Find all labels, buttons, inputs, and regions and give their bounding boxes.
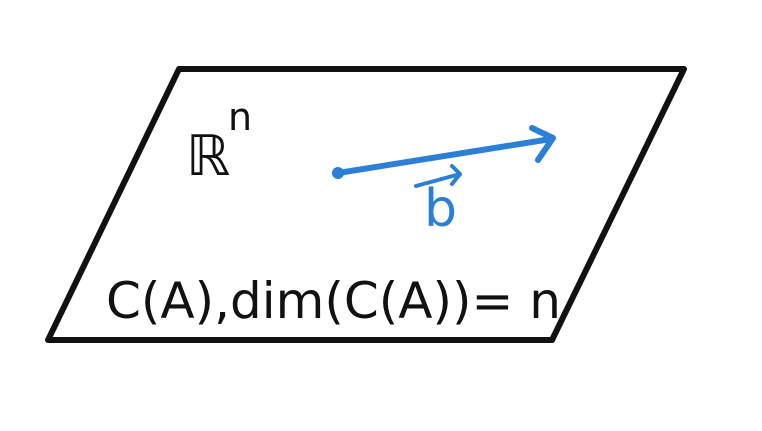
vector-tail-dot (332, 167, 344, 179)
vector-shaft (335, 136, 554, 176)
vector-label: b (424, 179, 457, 239)
space-label: ℝ (186, 124, 230, 189)
vector-label-arrow (414, 164, 462, 188)
column-space-statement: C(A),dim(C(A))= n (106, 272, 561, 330)
vector-b (332, 125, 556, 179)
vector-arrowhead (529, 125, 556, 163)
space-superscript: n (228, 95, 252, 139)
plane-parallelogram (45, 66, 687, 343)
